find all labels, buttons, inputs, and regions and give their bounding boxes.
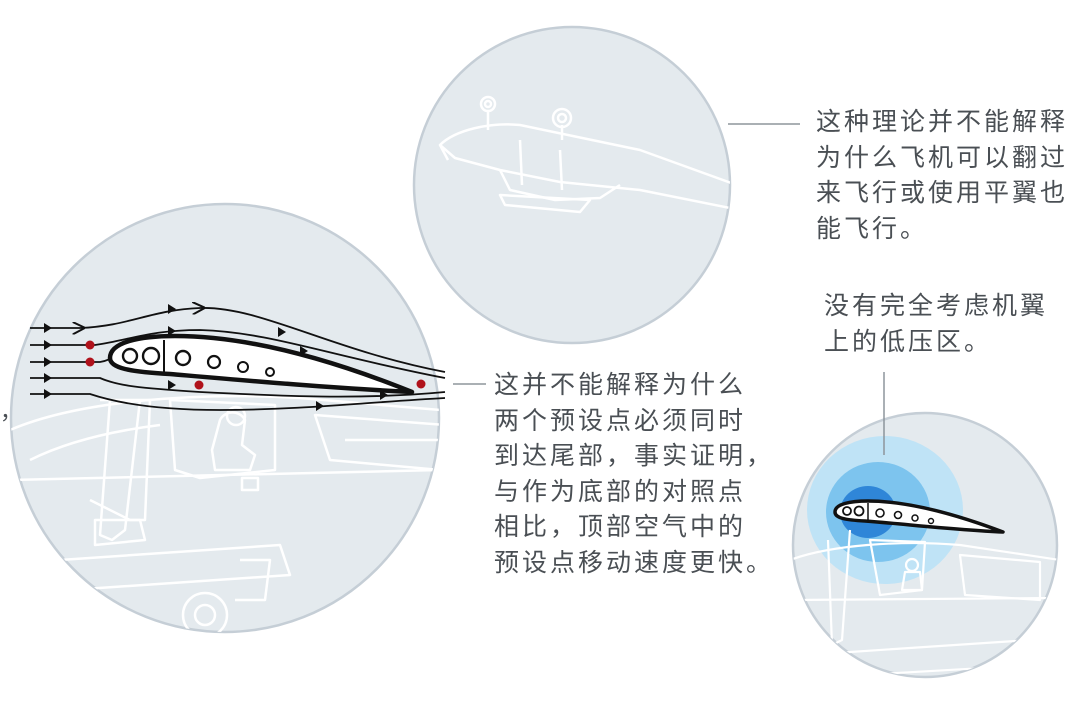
caption-preset-points: 这并不能解释为什么 两个预设点必须同时 到达尾部，事实证明， 与作为底部的对照点… [494,370,775,577]
flow-arrow [44,357,52,367]
flow-arrow [168,326,176,336]
flow-arrow [278,327,286,337]
flow-arrow [44,340,52,350]
airfoil [107,333,415,395]
caption-inverted-flight: 这种理论并不能解释 为什么飞机可以翻过 来飞行或使用平翼也 能飞行。 [816,107,1069,243]
flow-arrow [316,401,324,411]
flow-arrow [44,389,52,399]
low-pressure-circle [791,411,1059,679]
preset-point-bottom-start [85,357,95,367]
flow-arrow [44,323,52,333]
preset-point-top-end [416,379,426,389]
inverted-plane-drawing [438,95,730,214]
inverted-plane-circle [412,25,732,345]
airfoil-streamline-circle [9,202,446,634]
cessna-body-drawing [11,394,439,632]
caption-low-pressure: 没有完全考虑机翼 上的低压区。 [824,291,1049,356]
flow-arrow [168,304,176,314]
small-airfoil [833,499,1005,534]
streamline-1 [30,308,446,373]
preset-point-top-start [85,340,95,350]
flow-arrow [168,380,176,390]
stray-comma: ， [0,400,23,425]
preset-points [85,340,426,390]
streamline-4 [30,377,446,398]
preset-point-bottom-mid [194,380,204,390]
streamline-2 [30,329,446,379]
streamline-5 [30,393,446,411]
flow-arrow [44,373,52,383]
